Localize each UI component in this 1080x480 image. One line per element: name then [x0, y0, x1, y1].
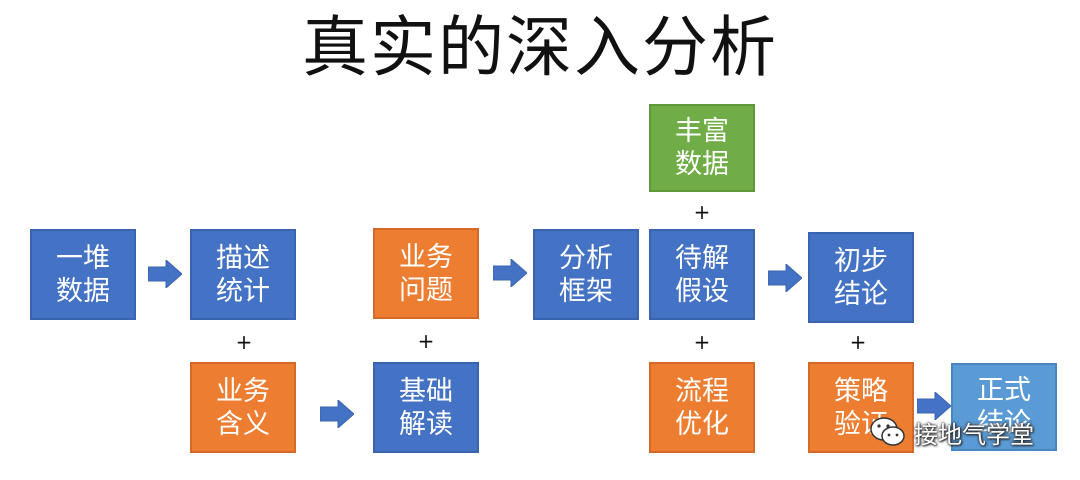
arrow-right-icon [148, 260, 182, 288]
arrow-right-icon [320, 400, 354, 428]
node-basic-interpretation: 基础 解读 [373, 362, 479, 453]
node-raw-data: 一堆 数据 [30, 229, 136, 320]
plus-sign: + [235, 330, 253, 354]
plus-sign: + [693, 200, 711, 224]
plus-sign: + [849, 330, 867, 354]
node-business-problem: 业务 问题 [373, 228, 479, 319]
arrow-right-icon [493, 259, 527, 287]
wechat-icon [870, 417, 905, 446]
node-describe-stats: 描述 统计 [190, 229, 296, 320]
arrow-right-icon [768, 264, 802, 292]
node-hypothesis: 待解 假设 [649, 229, 755, 320]
node-analysis-framework: 分析 框架 [533, 229, 639, 320]
node-preliminary-conclusion: 初步 结论 [808, 232, 914, 323]
watermark: 接地气学堂 [868, 412, 1034, 452]
node-rich-data: 丰富 数据 [649, 104, 755, 192]
arrow-right-icon [917, 392, 951, 420]
node-business-meaning: 业务 含义 [190, 362, 296, 453]
node-formal-conclusion: 正式 结论 [951, 363, 1057, 451]
node-process-optimization: 流程 优化 [649, 362, 755, 453]
plus-sign: + [417, 329, 435, 353]
plus-sign: + [693, 330, 711, 354]
watermark-text: 接地气学堂 [914, 420, 1034, 449]
diagram-title: 真实的深入分析 [302, 9, 778, 86]
